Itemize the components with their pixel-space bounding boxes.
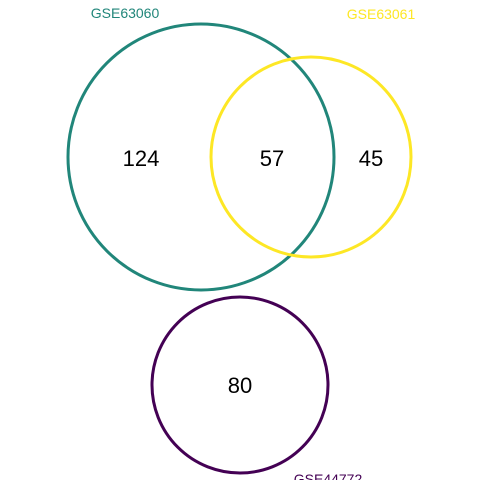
- set-label-gse44772: GSE44772: [294, 471, 363, 480]
- count-gse63060-only: 124: [123, 146, 160, 171]
- set-circle-gse63061: [209, 55, 413, 259]
- count-gse63060-gse63061-overlap: 57: [260, 146, 284, 171]
- set-label-gse63060: GSE63060: [91, 5, 160, 21]
- set-label-gse63061: GSE63061: [347, 6, 416, 22]
- count-gse63061-only: 45: [359, 146, 383, 171]
- set-circle-gse63060: [66, 22, 336, 292]
- set-circle-gse44772: [150, 295, 330, 475]
- count-gse44772-only: 80: [228, 373, 252, 398]
